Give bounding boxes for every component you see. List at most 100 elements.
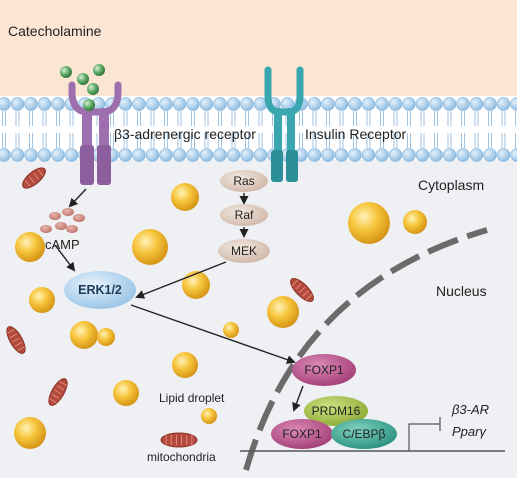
lipid-head	[132, 148, 146, 162]
lipid-head	[240, 97, 254, 111]
lipid-droplet	[223, 322, 239, 338]
lipid-head	[186, 97, 200, 111]
lipid-head	[496, 97, 511, 111]
lipid-droplet	[132, 229, 168, 265]
mitochondrion-icon	[22, 167, 46, 189]
lipid-head	[10, 148, 25, 162]
lipid-head	[442, 97, 457, 111]
lipid-head	[199, 97, 214, 111]
foxp1-complex-node	[271, 419, 333, 449]
lipid-droplet-label: Lipid droplet	[159, 391, 225, 405]
lipid-head	[253, 148, 268, 162]
cebpb-node	[331, 419, 397, 449]
lipid-head	[10, 97, 25, 111]
lipid-head	[172, 97, 187, 111]
cebpb-label: C/EBPβ	[342, 427, 386, 441]
lipid-head	[334, 148, 349, 162]
erk-label: ERK1/2	[78, 283, 122, 297]
lipid-head	[321, 97, 335, 111]
lipid-head	[24, 148, 38, 162]
lipid-head	[307, 97, 322, 111]
lipid-head	[172, 148, 187, 162]
camp-molecules	[40, 208, 85, 233]
ppary-target-label: Pparγ	[452, 424, 486, 439]
lipid-head	[442, 148, 457, 162]
lipid-head	[37, 148, 52, 162]
lipid-head	[145, 148, 160, 162]
lipid-head	[0, 148, 11, 162]
lipid-head	[64, 148, 79, 162]
lipid-head	[213, 148, 227, 162]
lipid-head	[496, 148, 511, 162]
lipid-head	[226, 148, 241, 162]
lipid-droplet	[267, 296, 299, 328]
lipid-droplet	[15, 232, 45, 262]
lipid-head	[307, 148, 322, 162]
lipid-head	[24, 97, 38, 111]
lipid-droplet	[14, 417, 46, 449]
erk-node	[64, 271, 136, 309]
lipid-droplet	[201, 408, 217, 424]
lipid-head	[348, 148, 362, 162]
lipid-droplets	[14, 183, 427, 449]
foxp1-label: FOXP1	[304, 363, 344, 377]
mitochondrion-icon	[6, 326, 26, 354]
lipid-head	[159, 148, 173, 162]
insulin-receptor-label: Insulin Receptor	[305, 126, 407, 142]
lipid-head	[469, 148, 484, 162]
lipid-droplet	[70, 321, 98, 349]
lipid-head	[118, 148, 133, 162]
mek-node	[218, 239, 270, 263]
lipid-head	[186, 148, 200, 162]
prdm16-node	[304, 396, 368, 426]
pathway-arrows	[54, 188, 304, 412]
lipid-head	[213, 97, 227, 111]
lipid-head	[388, 97, 403, 111]
lipid-head	[510, 97, 517, 111]
arrow-erk-to-foxp1	[130, 304, 296, 364]
raf-label: Raf	[234, 208, 254, 222]
cytoplasm-label: Cytoplasm	[418, 177, 485, 193]
lipid-head	[388, 148, 403, 162]
nucleus-label: Nucleus	[436, 283, 487, 299]
lipid-head	[37, 97, 52, 111]
catecholamine-molecules	[60, 64, 105, 111]
lipid-head	[51, 148, 65, 162]
mitochondrion-icon	[160, 432, 198, 448]
lipid-head	[483, 148, 497, 162]
mitochondrion-icon	[290, 278, 314, 302]
lipid-head	[456, 97, 470, 111]
catecholamine-label: Catecholamine	[8, 23, 102, 39]
lipid-head	[226, 97, 241, 111]
lipid-head	[118, 97, 133, 111]
promoter-bracket	[408, 423, 440, 451]
arrow-foxp1-to-complex	[292, 385, 304, 412]
lipid-droplet	[29, 287, 55, 313]
arrow-receptor-to-camp	[68, 188, 87, 208]
lipid-head	[429, 97, 443, 111]
lipid-head	[415, 97, 430, 111]
foxp1-complex-label: FOXP1	[282, 427, 322, 441]
lipid-head	[469, 97, 484, 111]
mitochondria-label: mitochondria	[147, 450, 216, 464]
lipid-head	[361, 97, 376, 111]
lipid-head	[321, 148, 335, 162]
mitochondria-group	[6, 167, 314, 448]
arrow-camp-to-erk	[54, 244, 76, 272]
b3ar-target-label: β3-AR	[452, 402, 490, 417]
lipid-head	[240, 148, 254, 162]
lipid-head	[0, 97, 11, 111]
lipid-droplet	[97, 328, 115, 346]
lipid-head	[199, 148, 214, 162]
raf-node	[220, 204, 268, 226]
cell-membrane	[0, 97, 517, 162]
lipid-head	[402, 148, 416, 162]
nuclear-envelope	[243, 227, 488, 471]
camp-label: cAMP	[45, 237, 80, 252]
lipid-droplet	[172, 352, 198, 378]
lipid-head	[510, 148, 517, 162]
lipid-head	[51, 97, 65, 111]
lipid-head	[483, 97, 497, 111]
foxp1-node	[292, 354, 356, 386]
